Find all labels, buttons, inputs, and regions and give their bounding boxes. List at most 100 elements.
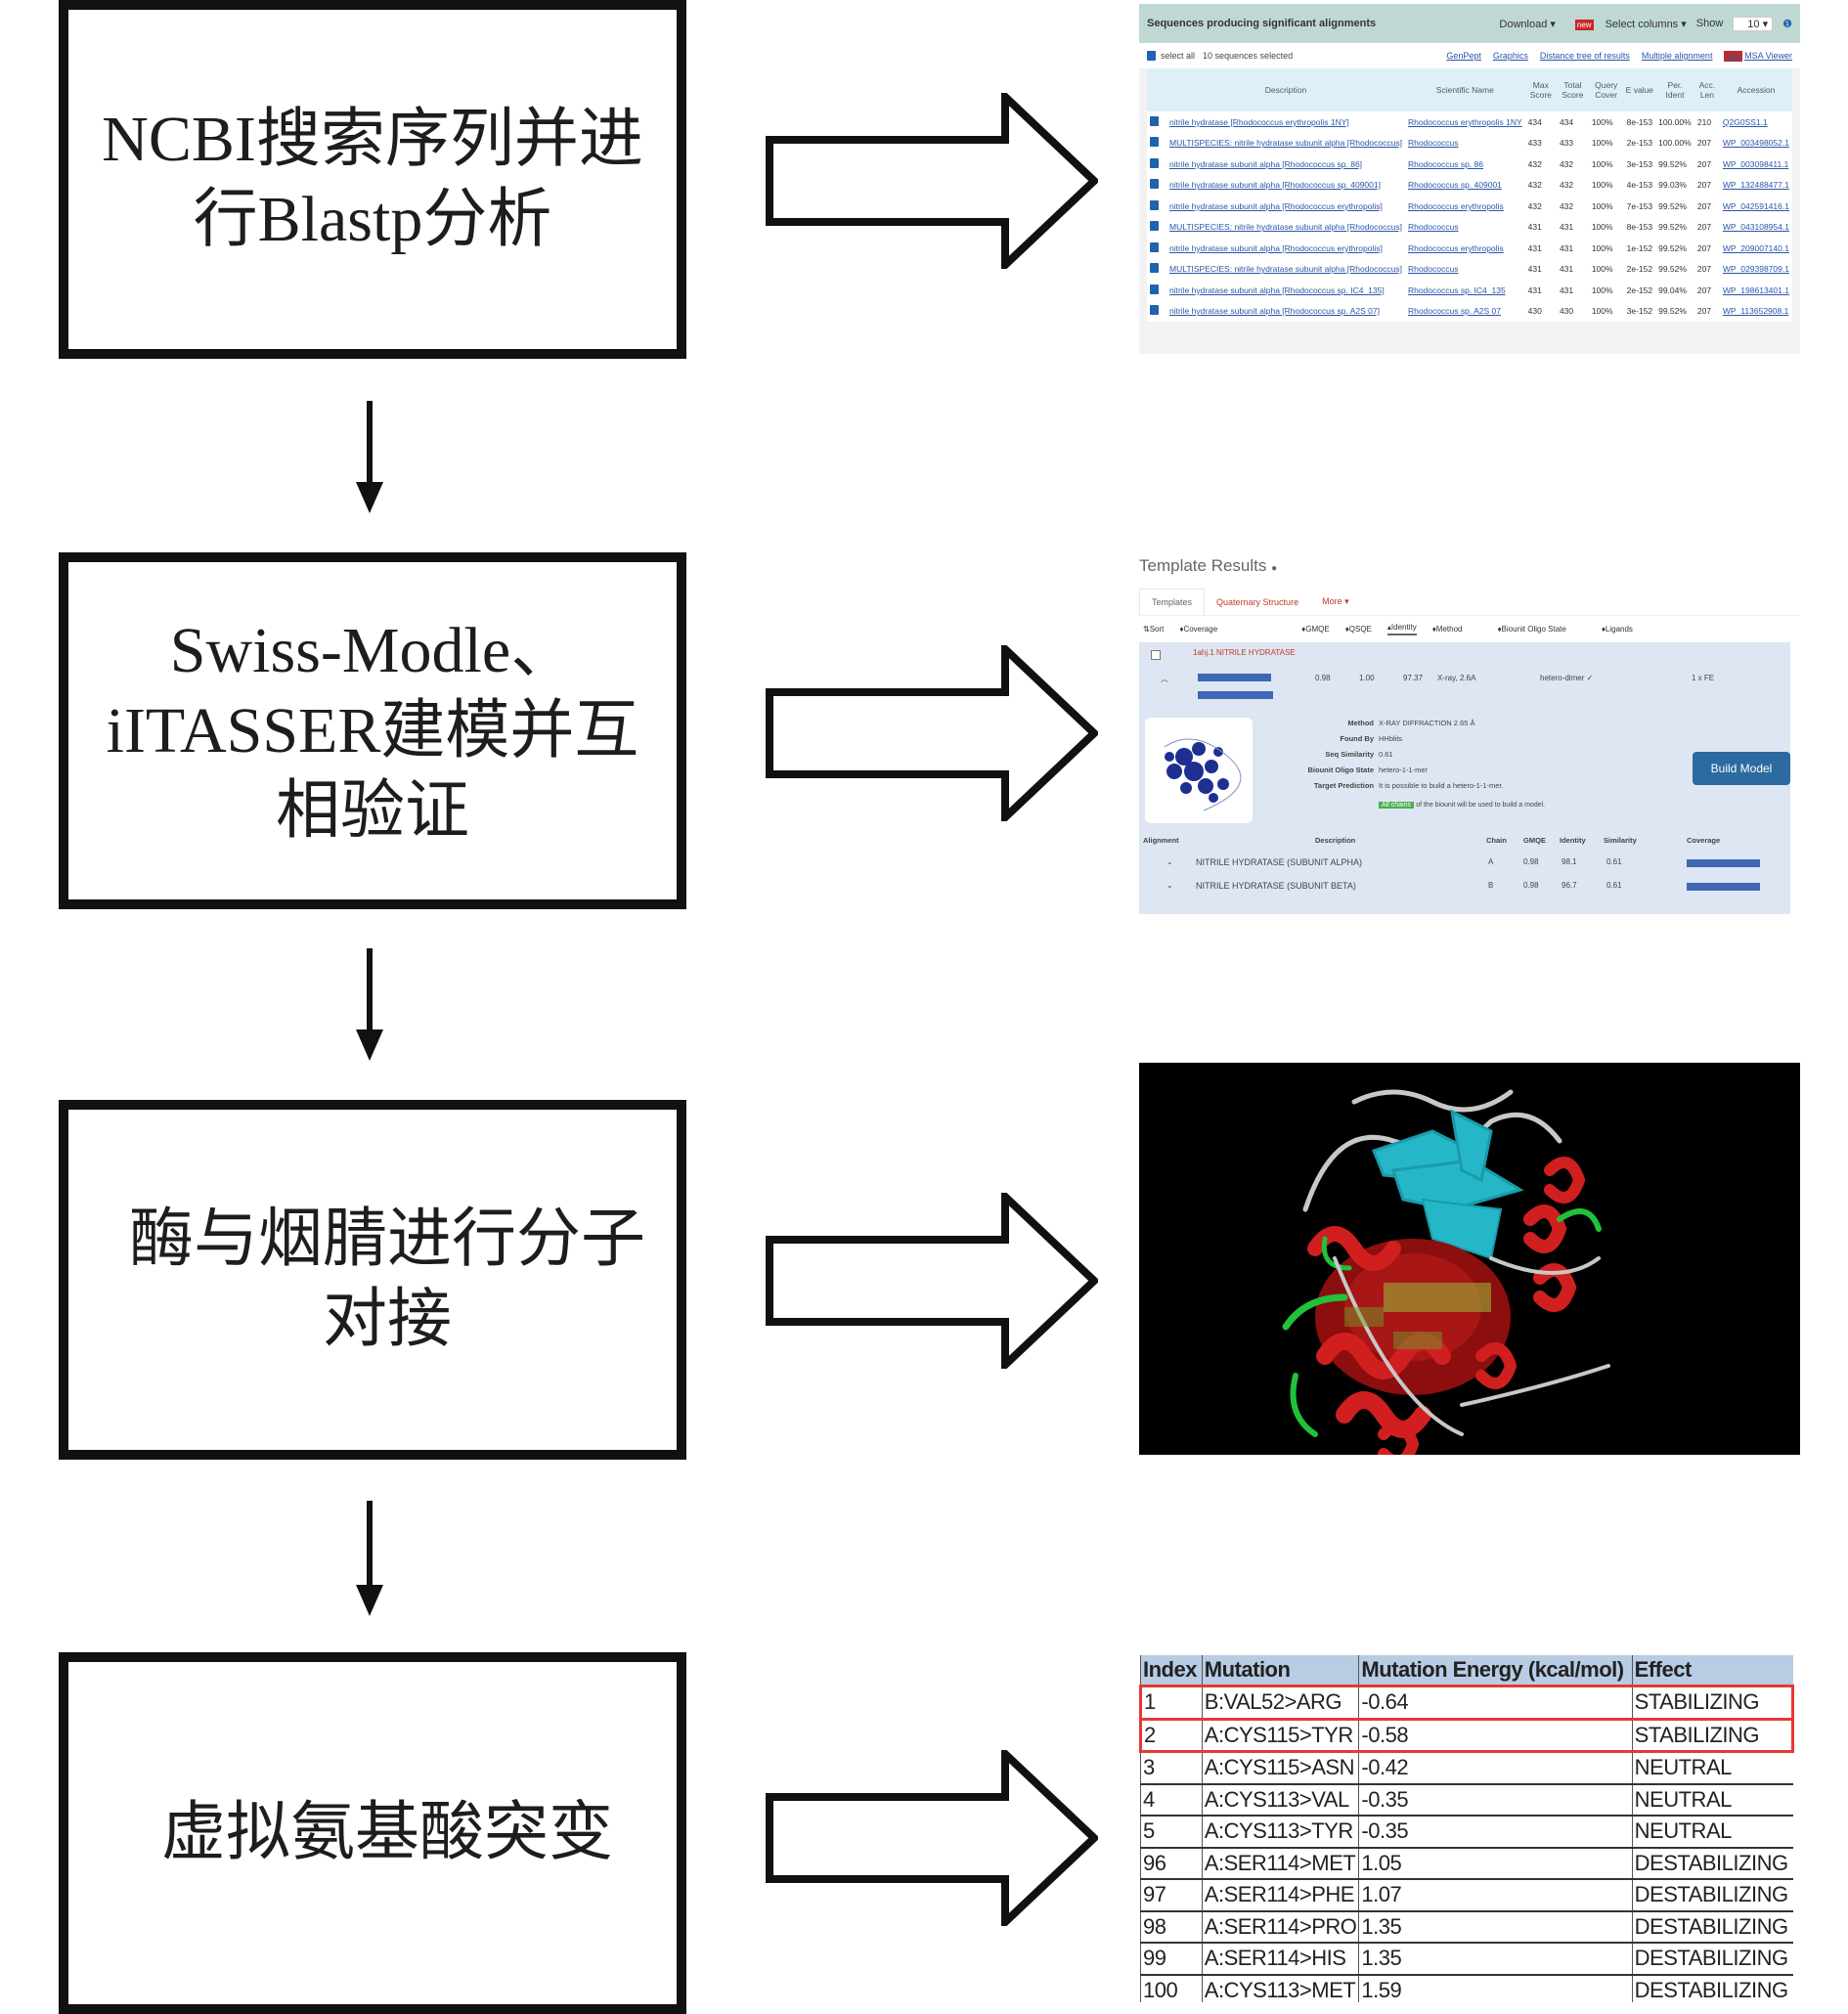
sort-identity[interactable]: ▴Identity [1386,623,1417,635]
select-all-checkbox[interactable] [1147,51,1156,61]
table-row[interactable]: MULTISPECIES: nitrile hydratase subunit … [1147,133,1792,154]
cell-acc[interactable]: WP_029398709.1 [1722,264,1789,275]
sort-gmqe[interactable]: ♦GMQE [1301,624,1330,634]
row-checkbox[interactable] [1150,263,1159,274]
table-row[interactable]: nitrile hydratase subunit alpha [Rhodoco… [1147,153,1792,175]
table-row[interactable]: nitrile hydratase subunit alpha [Rhodoco… [1147,301,1792,323]
cell-desc[interactable]: nitrile hydratase subunit alpha [Rhodoco… [1169,242,1383,253]
template-checkbox[interactable] [1151,650,1161,660]
column-header[interactable]: Scientific Name [1404,68,1525,111]
cell-desc[interactable]: nitrile hydratase [Rhodococcus erythropo… [1169,116,1349,127]
cell-desc[interactable]: MULTISPECIES: nitrile hydratase subunit … [1169,222,1402,233]
cell-sci[interactable]: Rhodococcus erythropolis [1407,242,1504,253]
row-checkbox[interactable] [1150,137,1159,148]
expand-alignment-icon[interactable]: ⌄ [1166,857,1173,866]
row-checkbox[interactable] [1150,241,1159,252]
cell-acc[interactable]: WP_198613401.1 [1722,285,1789,295]
link-multiple-alignment[interactable]: Multiple alignment [1641,51,1713,61]
cell-desc[interactable]: nitrile hydratase subunit alpha [Rhodoco… [1169,200,1383,211]
sort-oligo-state[interactable]: ♦Biounit Oligo State [1497,624,1566,634]
alignment-column-header: Coverage [1687,836,1721,845]
cell-desc[interactable]: MULTISPECIES: nitrile hydratase subunit … [1169,264,1402,275]
cell-cover: 100% [1591,200,1613,211]
row-checkbox-cell [1147,196,1166,217]
cell-acc[interactable]: WP_003498052.1 [1722,138,1789,149]
step-label: Swiss-Modle、 iITASSER建模并互 相验证 [106,614,639,847]
cell-acc[interactable]: WP_113652908.1 [1722,306,1789,317]
sort-button[interactable]: ⇅Sort [1143,624,1165,634]
row-checkbox[interactable] [1150,199,1159,210]
protein-structure-icon [1164,738,1242,811]
table-row[interactable]: nitrile hydratase subunit alpha [Rhodoco… [1147,238,1792,259]
sort-coverage[interactable]: ♦Coverage [1179,624,1218,634]
column-header[interactable]: Accession [1719,68,1792,111]
table-row[interactable]: MULTISPECIES: nitrile hydratase subunit … [1147,217,1792,239]
column-header[interactable]: E value [1623,68,1656,111]
cell-sci[interactable]: Rhodococcus [1407,264,1459,275]
row-checkbox[interactable] [1150,115,1159,126]
column-header[interactable]: Max Score [1524,68,1557,111]
row-checkbox[interactable] [1150,221,1159,232]
cell-desc[interactable]: MULTISPECIES: nitrile hydratase subunit … [1169,138,1402,149]
cell-acc[interactable]: WP_042591416.1 [1722,200,1789,211]
table-row[interactable]: MULTISPECIES: nitrile hydratase subunit … [1147,259,1792,281]
table-row[interactable]: nitrile hydratase [Rhodococcus erythropo… [1147,111,1792,133]
tab-quaternary-structure[interactable]: Quaternary Structure [1216,597,1299,607]
link-graphics[interactable]: Graphics [1492,51,1528,61]
info-icon[interactable]: ● [1271,563,1278,574]
cell-acc[interactable]: WP_043108954.1 [1722,222,1789,233]
expand-alignment-icon[interactable]: ⌄ [1166,881,1173,890]
cell-energy: 1.59 [1358,1974,1633,2002]
cell-acc[interactable]: WP_209007140.1 [1722,242,1789,253]
results-header: Sequences producing significant alignmen… [1139,4,1800,43]
cell-sci[interactable]: Rhodococcus sp. 409001 [1407,180,1502,191]
cell-desc[interactable]: nitrile hydratase subunit alpha [Rhodoco… [1169,180,1381,191]
right-arrow-icon [766,1750,1098,1926]
cell-sci[interactable]: Rhodococcus [1407,138,1459,149]
cell-sci[interactable]: Rhodococcus sp. 86 [1407,158,1483,169]
sort-method[interactable]: ♦Method [1431,624,1463,634]
template-name[interactable]: 1ahj.1 NITRILE HYDRATASE [1193,648,1296,657]
alignment-gmqe: 0.98 [1523,857,1539,866]
show-select[interactable]: 10 ▾ [1733,16,1774,31]
cell-energy: -0.58 [1358,1717,1633,1753]
column-header[interactable]: Description [1166,68,1405,111]
cell-acc[interactable]: Q2G0SS1.1 [1722,116,1768,127]
row-checkbox[interactable] [1150,284,1159,294]
cell-ident: 100.00% [1658,116,1692,127]
help-icon[interactable]: ❶ [1782,18,1792,30]
table-row[interactable]: nitrile hydratase subunit alpha [Rhodoco… [1147,280,1792,301]
build-model-button[interactable]: Build Model [1693,752,1790,785]
cell-acc[interactable]: WP_003098411.1 [1722,158,1789,169]
cell-sci[interactable]: Rhodococcus sp. IC4_135 [1407,285,1506,295]
cell-desc[interactable]: nitrile hydratase subunit alpha [Rhodoco… [1169,285,1385,295]
cell-sci[interactable]: Rhodococcus erythropolis 1NY [1407,116,1522,127]
column-header[interactable]: Acc. Len [1694,68,1720,111]
column-header[interactable]: Per. Ident [1655,68,1694,111]
row-checkbox[interactable] [1150,305,1159,316]
cell-acc[interactable]: WP_132488477.1 [1722,180,1789,191]
show-label: Show [1695,18,1724,29]
sort-qsqe[interactable]: ♦QSQE [1344,624,1372,634]
cell-sci[interactable]: Rhodococcus sp. A2S 07 [1407,306,1501,317]
tab-more[interactable]: More ▾ [1322,596,1349,606]
collapse-icon[interactable]: ︿ [1161,675,1168,683]
link-distance-tree[interactable]: Distance tree of results [1539,51,1630,61]
sort-ligands[interactable]: ♦Ligands [1601,624,1633,634]
tab-templates[interactable]: Templates [1139,589,1206,615]
row-checkbox[interactable] [1150,157,1159,168]
cell-desc[interactable]: nitrile hydratase subunit alpha [Rhodoco… [1169,158,1363,169]
download-button[interactable]: Download ▾ [1499,18,1556,30]
column-header[interactable]: Query Cover [1588,68,1624,111]
cell-sci[interactable]: Rhodococcus [1407,222,1459,233]
table-row[interactable]: nitrile hydratase subunit alpha [Rhodoco… [1147,175,1792,197]
column-header[interactable]: Total Score [1556,68,1589,111]
link-genpept[interactable]: GenPept [1446,51,1481,61]
row-checkbox[interactable] [1150,179,1159,190]
cell-desc[interactable]: nitrile hydratase subunit alpha [Rhodoco… [1169,306,1380,317]
cell-index: 100 [1140,1974,1203,2002]
table-row[interactable]: nitrile hydratase subunit alpha [Rhodoco… [1147,196,1792,217]
cell-sci[interactable]: Rhodococcus erythropolis [1407,200,1504,211]
